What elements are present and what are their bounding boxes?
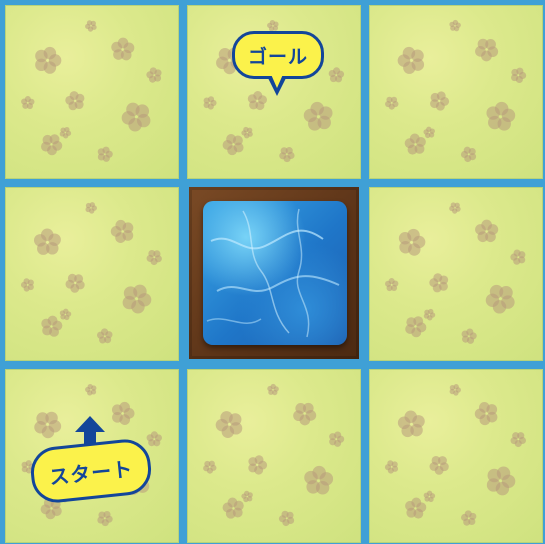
- dirt-patch: [267, 384, 279, 395]
- dirt-patch: [223, 134, 244, 155]
- dirt-patch: [85, 20, 97, 31]
- dirt-patch: [304, 102, 333, 131]
- grass-tile-r2-c1[interactable]: [187, 369, 361, 543]
- dirt-patch: [399, 229, 425, 256]
- dirt-patch: [147, 250, 162, 265]
- dirt-patch: [60, 127, 71, 138]
- dirt-patch: [241, 127, 252, 138]
- dirt-patch: [97, 328, 112, 343]
- dirt-patch: [429, 273, 448, 292]
- grass-tile-r0-c2[interactable]: [369, 5, 543, 179]
- dirt-patch: [475, 402, 498, 425]
- dirt-patch: [461, 510, 476, 525]
- dirt-patch: [267, 20, 278, 31]
- dirt-patch: [385, 97, 398, 110]
- grass-texture: [188, 370, 360, 542]
- dirt-patch: [424, 309, 435, 321]
- dirt-patch: [423, 127, 434, 138]
- dirt-patch: [486, 285, 515, 314]
- dirt-patch: [405, 498, 426, 519]
- dirt-patch: [216, 411, 243, 438]
- dirt-patch: [329, 431, 344, 446]
- grass-texture: [370, 188, 542, 360]
- dirt-patch: [111, 220, 134, 243]
- dirt-patch: [405, 316, 426, 337]
- dirt-patch: [66, 274, 85, 293]
- dirt-patch: [146, 67, 161, 82]
- dirt-patch: [248, 455, 267, 474]
- grass-tile-r1-c0[interactable]: [5, 187, 179, 361]
- dirt-patch: [449, 202, 460, 213]
- dirt-patch: [97, 511, 112, 526]
- dirt-patch: [486, 102, 515, 131]
- dirt-patch: [430, 456, 449, 475]
- grass-tile-r0-c0[interactable]: [5, 5, 179, 179]
- dirt-patch: [424, 491, 435, 502]
- dirt-patch: [279, 147, 294, 162]
- dirt-patch: [450, 384, 461, 396]
- dirt-patch: [21, 278, 34, 291]
- dirt-patch: [65, 91, 84, 110]
- dirt-patch: [461, 147, 476, 162]
- dirt-patch: [122, 103, 151, 132]
- dirt-patch: [85, 202, 96, 213]
- grass-texture: [370, 370, 542, 542]
- dirt-patch: [329, 67, 344, 82]
- dirt-patch: [35, 47, 61, 74]
- dirt-patch: [385, 278, 398, 291]
- dirt-patch: [510, 249, 525, 264]
- dirt-patch: [449, 20, 460, 31]
- dirt-patch: [98, 147, 113, 162]
- grass-tile-r1-c2[interactable]: [369, 187, 543, 361]
- dirt-patch: [475, 220, 498, 242]
- dirt-patch: [385, 460, 398, 473]
- grass-texture: [6, 188, 178, 360]
- dirt-patch: [398, 411, 425, 438]
- dirt-patch: [279, 511, 294, 526]
- water-pool: [203, 201, 347, 345]
- dirt-patch: [462, 328, 477, 343]
- dirt-patch: [147, 431, 162, 446]
- grass-texture: [6, 6, 178, 178]
- dirt-patch: [511, 432, 526, 447]
- dirt-patch: [34, 229, 61, 255]
- dirt-patch: [405, 134, 426, 155]
- dirt-patch: [398, 47, 424, 74]
- dirt-patch: [111, 38, 134, 61]
- dirt-patch: [293, 403, 316, 426]
- water-tile-r1-c1[interactable]: [189, 187, 359, 359]
- grass-texture: [370, 6, 542, 178]
- dirt-patch: [85, 384, 96, 396]
- water-ripple-pattern: [203, 201, 347, 345]
- dirt-patch: [41, 134, 62, 155]
- dirt-patch: [34, 412, 61, 438]
- dirt-patch: [304, 466, 333, 495]
- dirt-patch: [123, 285, 152, 314]
- dirt-patch: [475, 39, 498, 62]
- dirt-patch: [204, 96, 217, 109]
- dirt-patch: [223, 498, 244, 519]
- dirt-patch: [203, 461, 216, 474]
- grass-tile-r2-c2[interactable]: [369, 369, 543, 543]
- dirt-patch: [430, 91, 449, 110]
- dirt-patch: [511, 68, 526, 83]
- dirt-patch: [487, 466, 515, 495]
- dirt-patch: [248, 91, 267, 110]
- dirt-patch: [21, 96, 34, 109]
- goal-bubble-tail-fill: [270, 72, 284, 88]
- dirt-patch: [41, 316, 62, 337]
- dirt-patch: [112, 402, 135, 425]
- dirt-patch: [241, 491, 252, 502]
- dirt-patch: [60, 309, 71, 320]
